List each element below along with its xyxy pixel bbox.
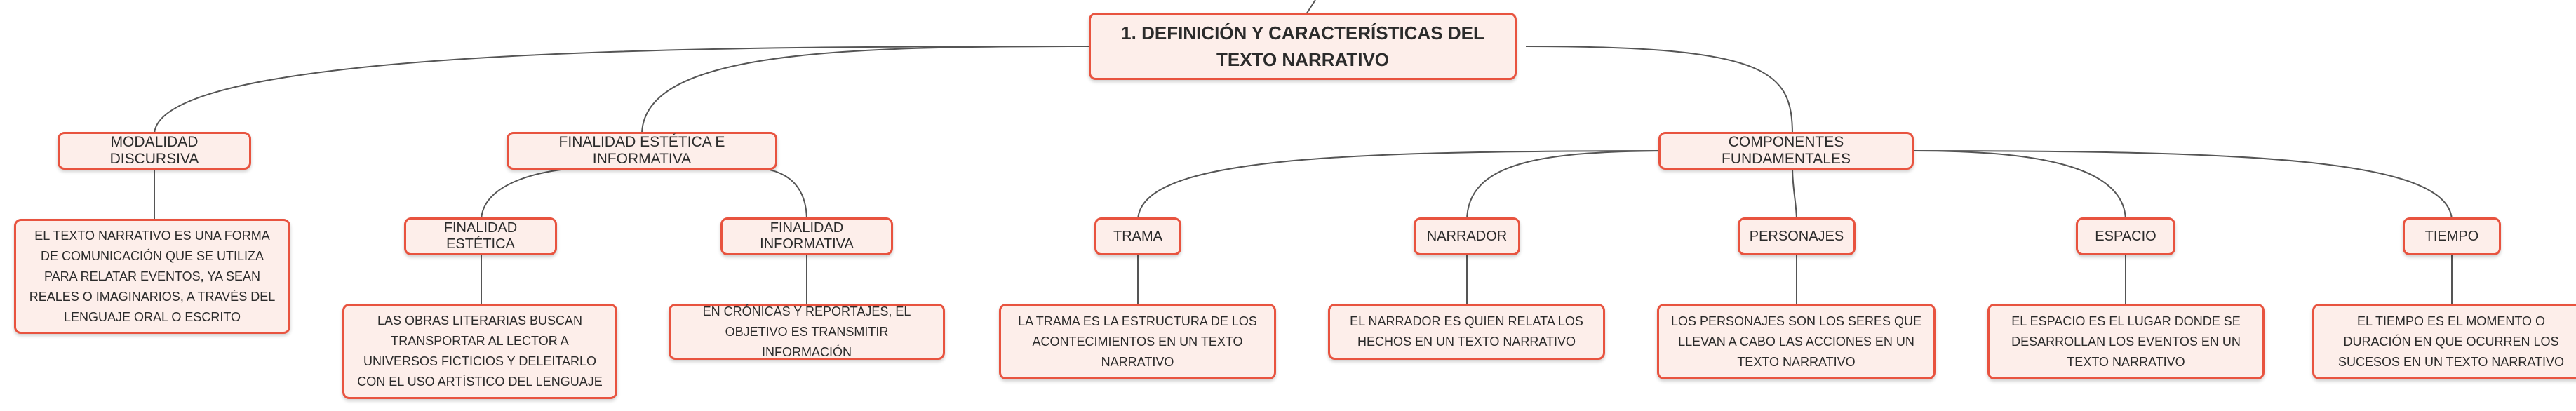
subtopic-trama[interactable]: TRAMA (1094, 217, 1181, 255)
connector-componentes-narrador (1466, 150, 1677, 222)
subtopic-label: FINALIDAD ESTÉTICA (443, 220, 518, 252)
detail-modalidad-discursiva[interactable]: EL TEXTO NARRATIVO ES UNA FORMA DE COMUN… (14, 219, 290, 334)
subtopic-narrador[interactable]: NARRADOR (1414, 217, 1520, 255)
subtopic-tiempo[interactable]: TIEMPO (2403, 217, 2501, 255)
connector-root-finalidad (641, 46, 1095, 135)
topic-componentes-fundamentales[interactable]: COMPONENTES FUNDAMENTALES (1658, 132, 1914, 170)
root-topic-label: 1. DEFINICIÓN Y CARACTERÍSTICAS DEL TEXT… (1121, 22, 1484, 70)
subtopic-personajes[interactable]: PERSONAJES (1738, 217, 1856, 255)
subtopic-finalidad-informativa[interactable]: FINALIDAD INFORMATIVA (720, 217, 893, 255)
connector-finalidad-informativa (743, 166, 807, 222)
detail-text: LOS PERSONAJES SON LOS SERES QUE LLEVAN … (1670, 314, 1922, 369)
detail-text: LAS OBRAS LITERARIAS BUSCAN TRANSPORTAR … (357, 314, 603, 389)
detail-text: EL TEXTO NARRATIVO ES UNA FORMA DE COMUN… (29, 228, 276, 324)
topic-label: MODALIDAD DISCURSIVA (109, 134, 199, 167)
connector-root-modalidad (154, 46, 1095, 135)
detail-narrador[interactable]: EL NARRADOR ES QUIEN RELATA LOS HECHOS E… (1328, 304, 1605, 360)
connector-componentes-tiempo (1911, 150, 2453, 222)
root-topic-node[interactable]: 1. DEFINICIÓN Y CARACTERÍSTICAS DEL TEXT… (1089, 13, 1517, 80)
subtopic-label: ESPACIO (2095, 228, 2156, 244)
topic-label: COMPONENTES FUNDAMENTALES (1722, 134, 1851, 167)
root-stub-line (1306, 0, 1316, 15)
subtopic-label: PERSONAJES (1749, 228, 1844, 244)
subtopic-label: FINALIDAD INFORMATIVA (760, 220, 854, 252)
connector-componentes-espacio (1911, 150, 2126, 222)
subtopic-espacio[interactable]: ESPACIO (2076, 217, 2175, 255)
topic-modalidad-discursiva[interactable]: MODALIDAD DISCURSIVA (58, 132, 251, 170)
detail-text: LA TRAMA ES LA ESTRUCTURA DE LOS ACONTEC… (1018, 314, 1257, 369)
subtopic-label: TIEMPO (2424, 228, 2479, 244)
detail-text: EN CRÓNICAS Y REPORTAJES, EL OBJETIVO ES… (702, 304, 911, 359)
topic-finalidad-estetica-informativa[interactable]: FINALIDAD ESTÉTICA E INFORMATIVA (507, 132, 777, 170)
subtopic-label: NARRADOR (1426, 228, 1508, 244)
detail-espacio[interactable]: EL ESPACIO ES EL LUGAR DONDE SE DESARROL… (1987, 304, 2265, 379)
connector-componentes-personajes (1792, 166, 1797, 222)
detail-text: EL NARRADOR ES QUIEN RELATA LOS HECHOS E… (1350, 314, 1583, 349)
detail-text: EL ESPACIO ES EL LUGAR DONDE SE DESARROL… (2011, 314, 2241, 369)
detail-personajes[interactable]: LOS PERSONAJES SON LOS SERES QUE LLEVAN … (1657, 304, 1936, 379)
detail-finalidad-estetica[interactable]: LAS OBRAS LITERARIAS BUSCAN TRANSPORTAR … (342, 304, 617, 399)
detail-trama[interactable]: LA TRAMA ES LA ESTRUCTURA DE LOS ACONTEC… (999, 304, 1276, 379)
detail-tiempo[interactable]: EL TIEMPO ES EL MOMENTO O DURACIÓN EN QU… (2312, 304, 2576, 379)
detail-finalidad-informativa[interactable]: EN CRÓNICAS Y REPORTAJES, EL OBJETIVO ES… (669, 304, 945, 360)
connector-componentes-trama (1137, 150, 1677, 222)
connector-finalidad-estetica (481, 166, 604, 222)
subtopic-finalidad-estetica[interactable]: FINALIDAD ESTÉTICA (404, 217, 557, 255)
subtopic-label: TRAMA (1113, 228, 1162, 244)
detail-text: EL TIEMPO ES EL MOMENTO O DURACIÓN EN QU… (2337, 314, 2565, 369)
topic-label: FINALIDAD ESTÉTICA E INFORMATIVA (558, 134, 725, 167)
connector-root-componentes (1525, 46, 1793, 135)
